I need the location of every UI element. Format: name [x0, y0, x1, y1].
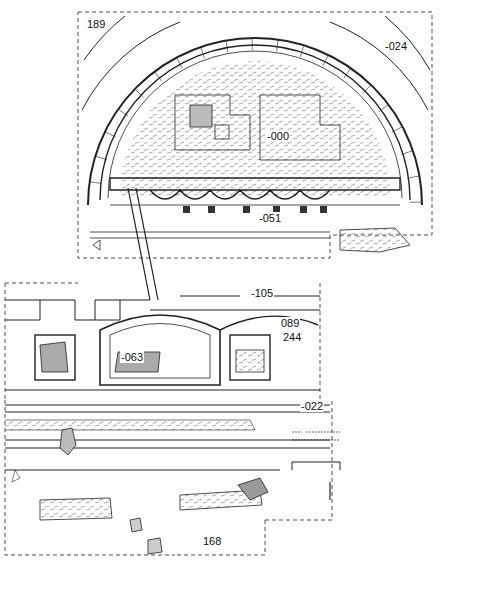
masonry-joint: [90, 182, 102, 184]
masonry-joint: [402, 151, 413, 155]
callout-number: 168: [202, 535, 222, 547]
masonry-joint: [408, 176, 420, 178]
masonry-joint: [177, 58, 183, 69]
callout-number: -063: [120, 351, 144, 363]
masonry-joint: [118, 109, 128, 116]
callout-number: -051: [258, 212, 282, 224]
masonry-joint: [277, 40, 279, 52]
masonry-joint: [252, 38, 253, 50]
masonry-joint: [95, 156, 106, 160]
callout-number: -000: [266, 130, 290, 142]
masonry-joint: [300, 45, 304, 56]
callout-number: -024: [384, 40, 408, 52]
masonry-joint: [379, 104, 389, 111]
masonry-joint: [135, 89, 144, 97]
masonry-joint: [201, 47, 205, 58]
masonry-joint: [363, 85, 371, 94]
callout-number: -022: [300, 400, 324, 412]
callout-number: 089: [280, 317, 300, 329]
masonry-joint: [105, 132, 116, 137]
masonry-joint: [344, 68, 351, 78]
callout-number: -105: [250, 287, 274, 299]
callout-number: 244: [282, 331, 302, 343]
callout-number: 189: [86, 18, 106, 30]
masonry-joint: [410, 202, 422, 203]
masonry-joint: [392, 127, 403, 133]
masonry-joint: [323, 55, 328, 66]
masonry-joint: [226, 41, 228, 53]
masonry-joint: [154, 72, 161, 82]
